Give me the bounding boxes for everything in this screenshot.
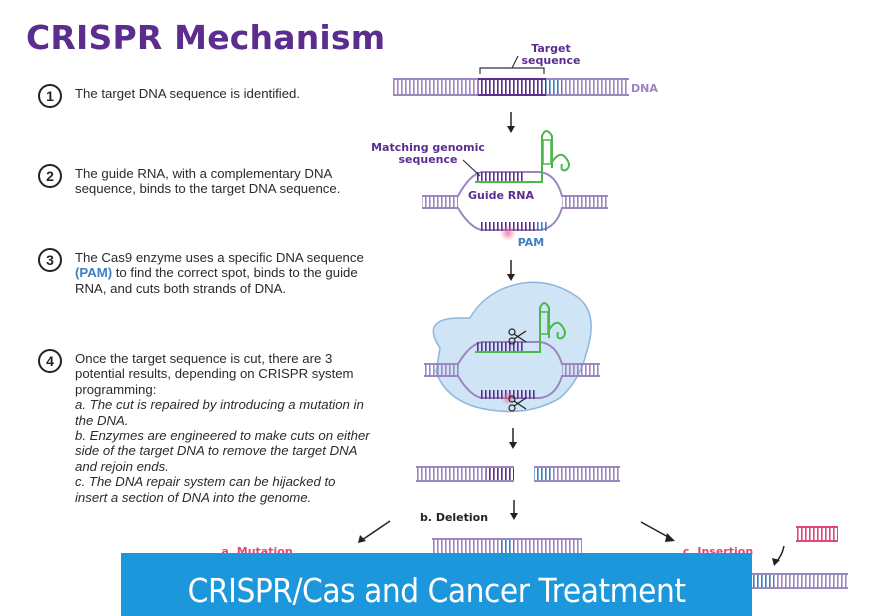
step-3-text-b: to find the correct spot, binds to the g… — [75, 265, 358, 296]
step-number-2: 2 — [38, 164, 62, 188]
deletion-result-dna — [432, 538, 582, 553]
step-4-option-c: c. The DNA repair system can be hijacked… — [75, 474, 336, 505]
arrow-down-icon — [510, 500, 518, 520]
scissors-icon — [508, 395, 527, 412]
page-title: CRISPR Mechanism — [26, 18, 386, 57]
guide-rna-label: Guide RNA — [468, 189, 534, 202]
deletion-label: b. Deletion — [420, 511, 488, 524]
banner-text: CRISPR/Cas and Cancer Treatment — [187, 571, 686, 610]
step-4-option-a: a. The cut is repaired by introducing a … — [75, 397, 364, 428]
step-1-text: The target DNA sequence is identified. — [75, 86, 301, 101]
step-3-text: The Cas9 enzyme uses a specific DNA sequ… — [75, 250, 370, 296]
step-4-option-b: b. Enzymes are engineered to make cuts o… — [75, 428, 370, 474]
step-number-3: 3 — [38, 248, 62, 272]
step-3-pam: (PAM) — [75, 265, 113, 281]
arrow-down-icon — [507, 112, 515, 133]
step-number-1: 1 — [38, 84, 62, 108]
step-number-4: 4 — [38, 349, 62, 373]
arrow-down-icon — [509, 428, 517, 449]
step-4-text: Once the target sequence is cut, there a… — [75, 351, 370, 505]
arrow-down-right-icon — [640, 521, 675, 542]
title-banner: CRISPR/Cas and Cancer Treatment — [121, 553, 752, 616]
pam-label: PAM — [518, 236, 545, 249]
insertion-result-dna — [752, 573, 848, 589]
cut-dna — [416, 466, 620, 482]
arrow-insert-icon — [772, 545, 785, 566]
step-2-text: The guide RNA, with a complementary DNA … — [75, 166, 341, 197]
dna-stage-1 — [393, 55, 629, 96]
step-3-text-a: The Cas9 enzyme uses a specific DNA sequ… — [75, 250, 364, 265]
step-4-intro: Once the target sequence is cut, there a… — [75, 351, 354, 397]
scissors-icon — [508, 328, 527, 345]
dna-label: DNA — [631, 82, 658, 95]
arrow-down-left-icon — [358, 520, 391, 543]
insert-dna — [796, 526, 838, 542]
dna-stage-2 — [422, 130, 608, 241]
cas9-enzyme — [424, 281, 600, 413]
arrow-down-icon — [507, 260, 515, 281]
